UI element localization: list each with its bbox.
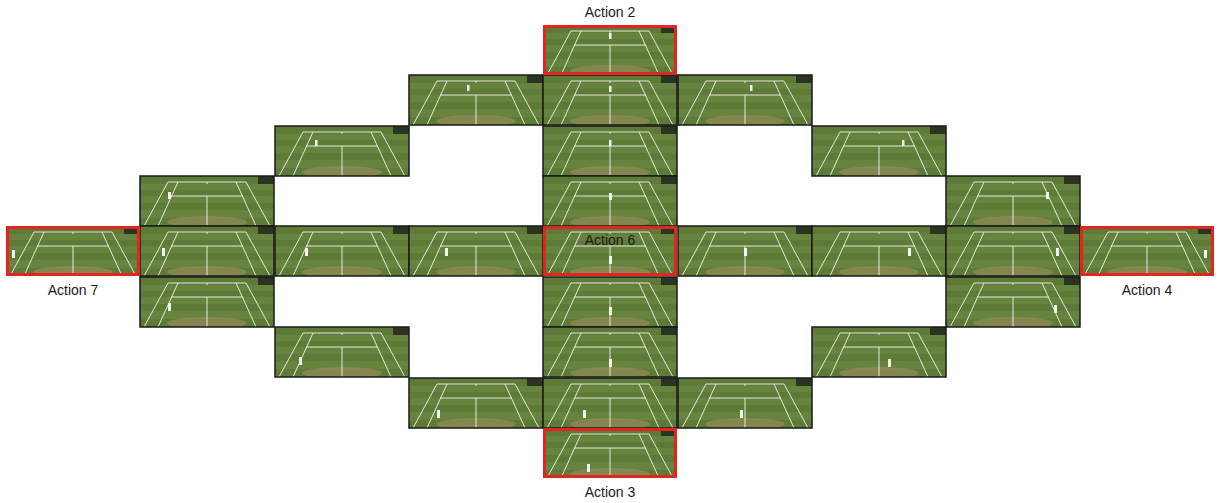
highlighted-frame: Action 4 <box>1080 226 1214 276</box>
highlighted-frame: Action 2 <box>543 25 677 75</box>
highlighted-frame: Action 3 <box>543 428 677 478</box>
red-frame <box>543 428 677 478</box>
red-frame <box>6 226 140 276</box>
action-label: Action 4 <box>1122 282 1173 298</box>
red-frame <box>1080 226 1214 276</box>
action-label: Action 7 <box>48 282 99 298</box>
highlighted-frame: Action 6 <box>543 226 677 276</box>
action-label: Action 2 <box>585 4 636 20</box>
action-label: Action 6 <box>585 232 636 248</box>
action-label: Action 3 <box>585 484 636 500</box>
highlighted-frame: Action 7 <box>6 226 140 276</box>
red-frame <box>543 25 677 75</box>
